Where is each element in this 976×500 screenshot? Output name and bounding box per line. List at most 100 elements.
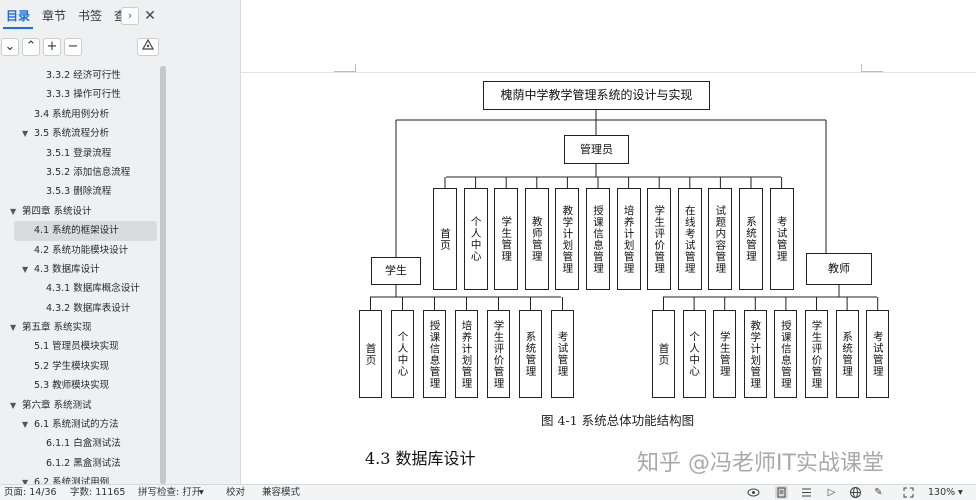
toc-item[interactable]: ▼第六章 系统测试 <box>0 396 160 415</box>
document-area: 槐荫中学教学管理系统的设计与实现 管理员 学生 教师 首页个人中心学生管理教师管… <box>241 0 976 484</box>
toc-item-label: 3.4 系统用例分析 <box>34 108 110 120</box>
module-label: 教学计划管理 <box>561 204 574 274</box>
module-label: 首页 <box>657 342 670 366</box>
chevron-down-icon[interactable]: ⌄ <box>1 38 19 56</box>
module-node: 授课信息管理 <box>423 310 446 398</box>
word-count[interactable]: 字数: 11165 <box>70 487 126 498</box>
caret-down-icon[interactable]: ▼ <box>22 264 29 274</box>
toc-item[interactable]: ▼ 3.5 系统流程分析 <box>0 124 160 143</box>
toc-item[interactable]: 3.3.2 经济可行性 <box>0 66 160 85</box>
chevron-up-icon[interactable]: ⌃ <box>22 38 40 56</box>
module-label: 个人中心 <box>396 331 409 377</box>
globe-icon[interactable] <box>849 486 862 499</box>
pen-icon[interactable]: ✎ <box>874 487 883 498</box>
outline-view-icon[interactable] <box>800 486 813 499</box>
module-node: 考试管理 <box>769 188 794 290</box>
caret-down-icon[interactable]: ▼ <box>22 478 29 484</box>
module-label: 考试管理 <box>871 331 884 377</box>
toc-item[interactable]: 4.2 系统功能模块设计 <box>0 241 160 260</box>
toc-item[interactable]: 6.1.2 黑盒测试法 <box>0 454 160 473</box>
caret-down-icon[interactable]: ▼ <box>22 420 29 430</box>
module-node: 个人中心 <box>463 188 488 290</box>
module-label: 考试管理 <box>556 331 569 377</box>
diagram-teacher-node: 教师 <box>806 253 872 285</box>
toc-item[interactable]: ▼6.2 系统测试用例 <box>0 473 160 484</box>
caret-down-icon[interactable]: ▼ <box>22 129 29 139</box>
chevron-down-icon[interactable]: ▾ <box>199 487 204 498</box>
toc-item-label: 3.5.3 删除流程 <box>46 186 112 198</box>
module-label: 培养计划管理 <box>460 319 473 389</box>
toc-item[interactable]: 4.3.1 数据库概念设计 <box>0 279 160 298</box>
module-label: 考试管理 <box>775 216 788 262</box>
chevron-down-icon[interactable]: ▾ <box>958 487 963 498</box>
module-label: 学生评价管理 <box>492 319 505 389</box>
toc-item[interactable]: 6.1.1 白盒测试法 <box>0 434 160 453</box>
module-node: 学生评价管理 <box>805 310 828 398</box>
toc-item[interactable]: 3.4 系统用例分析 <box>0 105 160 124</box>
toc-item[interactable]: 3.5.3 删除流程 <box>0 182 160 201</box>
module-node: 首页 <box>359 310 382 398</box>
module-label: 教学计划管理 <box>749 319 762 389</box>
toc-item[interactable]: 4.3.2 数据库表设计 <box>0 299 160 318</box>
status-bar: 页面: 14/36 字数: 11165 拼写检查: 打开 ▾ 校对 兼容模式 ▷… <box>0 484 976 500</box>
proofread-button[interactable]: 校对 <box>226 487 246 498</box>
toc-item[interactable]: 3.3.3 操作可行性 <box>0 85 160 104</box>
diagram-student-node: 学生 <box>371 257 421 285</box>
module-label: 在线考试管理 <box>683 204 696 274</box>
page-corner-mark <box>334 64 356 72</box>
toc-item-label: 4.3.2 数据库表设计 <box>46 302 131 314</box>
toc-item[interactable]: 5.1 管理员模块实现 <box>0 337 160 356</box>
toc-item-label: 4.1 系统的框架设计 <box>34 225 119 237</box>
module-node: 试题内容管理 <box>708 188 733 290</box>
fullscreen-icon[interactable] <box>902 486 915 499</box>
toc-scrollbar[interactable] <box>160 66 166 484</box>
module-label: 培养计划管理 <box>622 204 635 274</box>
module-label: 学生管理 <box>718 331 731 377</box>
minus-icon[interactable]: − <box>64 38 82 56</box>
toc-item[interactable]: 3.5.2 添加信息流程 <box>0 163 160 182</box>
caret-down-icon[interactable]: ▼ <box>10 323 17 333</box>
module-node: 系统管理 <box>739 188 763 290</box>
toc-item-label: 6.1.1 白盒测试法 <box>46 438 121 450</box>
toc-item[interactable]: 5.2 学生模块实现 <box>0 357 160 376</box>
toc-item[interactable]: ▼6.1 系统测试的方法 <box>0 415 160 434</box>
toc-item[interactable]: 3.5.1 登录流程 <box>0 144 160 163</box>
module-node: 培养计划管理 <box>455 310 478 398</box>
module-node: 个人中心 <box>391 310 414 398</box>
page-view-icon[interactable] <box>775 486 788 499</box>
module-label: 系统管理 <box>745 216 757 262</box>
tab-chapters[interactable]: 章节 <box>42 9 67 23</box>
close-icon[interactable]: ✕ <box>144 8 156 24</box>
toc-item-label: 3.5 系统流程分析 <box>34 128 110 140</box>
toc-item-label: 4.3.1 数据库概念设计 <box>46 283 140 295</box>
module-node: 学生评价管理 <box>487 310 510 398</box>
toc-item-label: 3.3.2 经济可行性 <box>46 70 121 81</box>
diagram-root-node: 槐荫中学教学管理系统的设计与实现 <box>483 81 710 110</box>
toc-item[interactable]: ▼ 4.3 数据库设计 <box>0 260 160 279</box>
caret-down-icon[interactable]: ▼ <box>10 400 17 410</box>
toc-item-label: 4.3 数据库设计 <box>34 263 100 275</box>
page-counter[interactable]: 页面: 14/36 <box>4 487 57 498</box>
chevron-right-icon[interactable]: › <box>121 7 139 25</box>
tab-toc[interactable]: 目录 <box>0 0 36 33</box>
figure-caption: 图 4-1 系统总体功能结构图 <box>541 413 695 428</box>
toc-item-label: 5.2 学生模块实现 <box>34 360 110 372</box>
play-icon[interactable]: ▷ <box>827 487 836 498</box>
module-node: 系统管理 <box>835 310 859 398</box>
structure-diagram-lines <box>370 110 879 310</box>
zoom-level[interactable]: 130% <box>928 487 956 498</box>
module-label: 授课信息管理 <box>592 204 604 274</box>
toc-item[interactable]: ▼第五章 系统实现 <box>0 318 160 337</box>
eye-icon[interactable] <box>747 486 760 499</box>
diagram-admin-node: 管理员 <box>564 135 629 164</box>
tree-options-icon[interactable] <box>137 38 159 56</box>
caret-down-icon[interactable]: ▼ <box>10 206 17 216</box>
toc-item[interactable]: ▼第四章 系统设计 <box>0 202 160 221</box>
plus-icon[interactable]: + <box>43 38 61 56</box>
watermark-text: 知乎 @冯老师IT实战课堂 <box>637 451 884 476</box>
toc-item[interactable]: 5.3 教师模块实现 <box>0 376 160 395</box>
tab-bookmarks[interactable]: 书签 <box>78 9 103 23</box>
toc-scroll-thumb[interactable] <box>160 66 166 484</box>
toc-item[interactable]: 4.1 系统的框架设计 <box>14 221 157 241</box>
spellcheck-toggle[interactable]: 拼写检查: 打开 <box>138 487 202 498</box>
